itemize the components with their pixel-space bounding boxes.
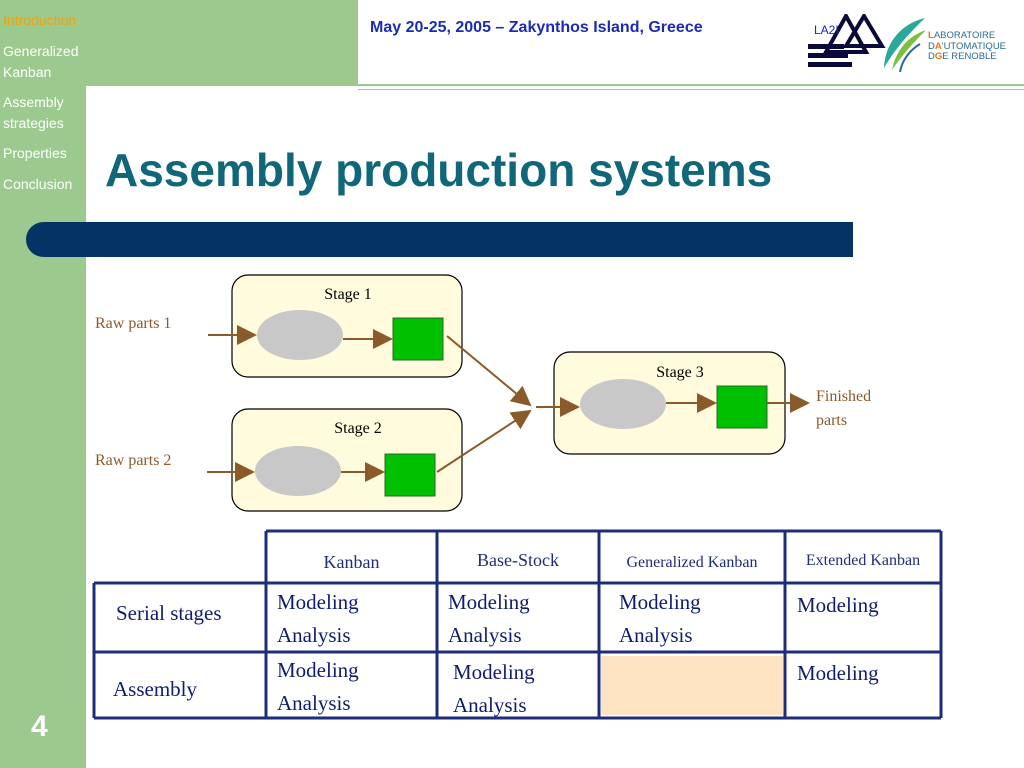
table-header-kanban: Kanban <box>323 552 380 572</box>
raw-parts-2-label: Raw parts 2 <box>95 452 171 469</box>
stage1-machine <box>257 310 343 360</box>
stage2-label: Stage 2 <box>334 420 382 437</box>
lag-logo-swoosh <box>884 18 926 73</box>
finished-parts-label: Finished <box>816 388 871 405</box>
table-header-base-stock: Base-Stock <box>477 550 559 570</box>
row-label-assembly: Assembly <box>113 677 197 701</box>
header-divider <box>358 89 1024 90</box>
conference-banner: May 20-25, 2005 – Zakynthos Island, Gree… <box>370 19 703 36</box>
arrow-stage2-to-stage3 <box>436 409 532 473</box>
stage1-buffer <box>392 317 444 361</box>
title-underline-bar <box>26 222 853 257</box>
page-title: Assembly production systems <box>105 144 773 196</box>
header-divider <box>358 84 1024 86</box>
sidebar-item-introduction[interactable]: Introduction <box>3 12 77 28</box>
raw-parts-1-label: Raw parts 1 <box>95 315 171 332</box>
table-header-generalized-kanban: Generalized Kanban <box>626 554 758 571</box>
lag-logo-text: LABORATOIRE DA'UTOMATIQUE DGE RENOBLE <box>928 30 1007 62</box>
table-header-extended-kanban: Extended Kanban <box>805 552 921 569</box>
stage3-label: Stage 3 <box>656 364 704 381</box>
stage2-machine <box>255 446 341 496</box>
la2i-logo-text: LA2I <box>814 23 839 37</box>
sidebar-item-conclusion[interactable]: Conclusion <box>3 176 73 192</box>
table-cell: Modeling <box>797 661 879 685</box>
stage3-buffer <box>716 385 768 429</box>
la2i-logo: LA2I <box>808 14 886 67</box>
stage2-buffer <box>384 453 436 497</box>
empty-highlight-cell <box>601 656 783 715</box>
arrow-stage1-to-stage3 <box>446 335 532 407</box>
table-cell: Modeling <box>797 593 879 617</box>
stage1-label: Stage 1 <box>324 286 372 303</box>
finished-parts-label-2: parts <box>816 412 847 429</box>
sidebar-item-properties[interactable]: Properties <box>3 145 67 161</box>
header-band <box>0 0 358 86</box>
slide-number: 4 <box>31 710 48 743</box>
row-label-serial-stages: Serial stages <box>116 601 222 625</box>
sidebar <box>0 0 86 768</box>
stage3-machine <box>580 379 666 429</box>
